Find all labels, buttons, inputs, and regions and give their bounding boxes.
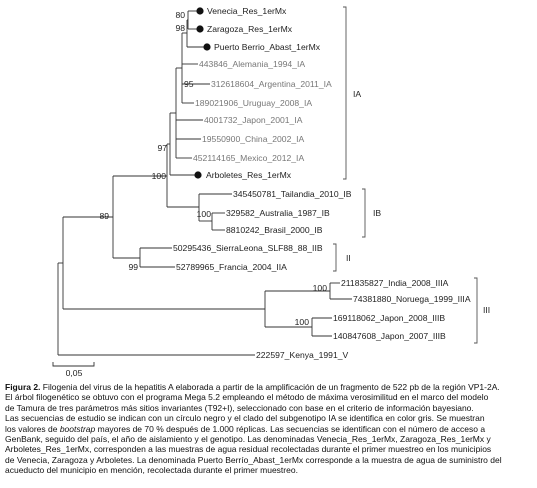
leaf-label: 8810242_Brasil_2000_IB xyxy=(226,225,323,235)
leaf-label: Venecia_Res_1erMx xyxy=(207,6,287,16)
bootstrap-value: 98 xyxy=(175,23,185,33)
leaf-label: 211835827_India_2008_IIIA xyxy=(341,278,449,288)
clade-label-iii: III xyxy=(483,305,490,315)
leaf-label: 50295436_SierraLeona_SLF88_88_IIB xyxy=(173,243,323,253)
caption-line: Filogenia del virus de la hepatitis A el… xyxy=(40,382,500,392)
leaf-label: 452114165_Mexico_2012_IA xyxy=(193,153,304,163)
leaf-label: 140847608_Japon_2007_IIIB xyxy=(333,331,446,341)
caption-line: acueducto del municipio en mención, reco… xyxy=(5,465,298,476)
caption-line: de Venecia, Zaragoza y Arboletes. La den… xyxy=(5,454,502,465)
caption-line: Las secuencias de estudio se indican con… xyxy=(5,413,485,424)
leaf-label: 312618604_Argentina_2011_IA xyxy=(211,79,332,89)
figure-caption: Figura 2. Filogenia del virus de la hepa… xyxy=(5,382,532,476)
leaf-label: 19550900_China_2002_IA xyxy=(202,134,305,144)
caption-lead: Figura 2. xyxy=(5,382,41,392)
leaf-label: 222597_Kenya_1991_V xyxy=(256,350,348,360)
leaf-label: Arboletes_Res_1erMx xyxy=(206,170,292,180)
study-markers xyxy=(194,7,211,179)
leaf-label: 443846_Alemania_1994_IA xyxy=(199,59,305,69)
study-sequence-circle-venecia xyxy=(196,7,204,15)
caption-line: de Tamura de tres parámetros más sitios … xyxy=(5,402,474,413)
clade-label-ia: IA xyxy=(353,89,361,99)
leaf-label: 345450781_Tailandia_2010_IB xyxy=(233,189,352,199)
bootstrap-value: 100 xyxy=(152,171,167,181)
bootstrap-value: 97 xyxy=(157,143,167,153)
clade-label-ii: II xyxy=(346,253,351,263)
caption-line: mayores de 70 % después de 1.000 réplica… xyxy=(95,423,486,434)
bracket-ii xyxy=(333,243,337,272)
bracket-ia xyxy=(343,6,347,180)
study-sequence-circle-zaragoza xyxy=(196,25,204,33)
tree-branches xyxy=(57,10,352,356)
caption-italic-bootstrap: bootstrap xyxy=(59,423,96,434)
bootstrap-values: 80 98 95 97 100 100 89 99 100 100 xyxy=(99,10,327,327)
bootstrap-value: 99 xyxy=(128,262,138,272)
leaf-label: 52789965_Francia_2004_IIA xyxy=(176,262,287,272)
leaf-labels: Venecia_Res_1erMx Zaragoza_Res_1erMx Pue… xyxy=(173,6,471,360)
leaf-label: 74381880_Noruega_1999_IIIA xyxy=(353,294,471,304)
bootstrap-value: 80 xyxy=(175,10,185,20)
bracket-ib xyxy=(362,188,366,238)
leaf-label: 189021906_Uruguay_2008_IA xyxy=(195,98,312,108)
study-sequence-circle-puerto-berrio xyxy=(203,43,211,51)
bootstrap-value: 100 xyxy=(295,317,310,327)
caption-line: los valores de xyxy=(5,423,60,434)
clade-brackets: IA IB II III xyxy=(333,6,490,344)
scale-bar: 0,05 xyxy=(52,362,95,378)
scale-bar-label: 0,05 xyxy=(66,368,83,378)
scale-bar-line xyxy=(52,362,95,367)
leaf-label: 169118062_Japon_2008_IIIB xyxy=(333,313,445,323)
phylogenetic-tree: Venecia_Res_1erMx Zaragoza_Res_1erMx Pue… xyxy=(52,6,490,378)
leaf-label: 329582_Australia_1987_IB xyxy=(226,208,330,218)
bootstrap-value: 100 xyxy=(313,283,328,293)
study-sequence-circle-arboletes xyxy=(194,171,202,179)
leaf-label: Zaragoza_Res_1erMx xyxy=(207,24,293,34)
caption-line: GenBank, seguido del país, el año de ais… xyxy=(5,434,491,445)
bootstrap-value: 100 xyxy=(197,209,212,219)
leaf-label: 4001732_Japon_2001_IA xyxy=(204,115,303,125)
bootstrap-value: 89 xyxy=(99,211,109,221)
clade-label-ib: IB xyxy=(373,208,381,218)
bootstrap-value: 95 xyxy=(184,79,194,89)
leaf-label: Puerto Berrio_Abast_1erMx xyxy=(214,42,321,52)
bracket-iii xyxy=(474,277,478,344)
caption-line: El árbol filogenético se obtuvo con el p… xyxy=(5,392,489,403)
caption-line: Arboletes_Res_1erMx, corresponden a las … xyxy=(5,444,492,455)
